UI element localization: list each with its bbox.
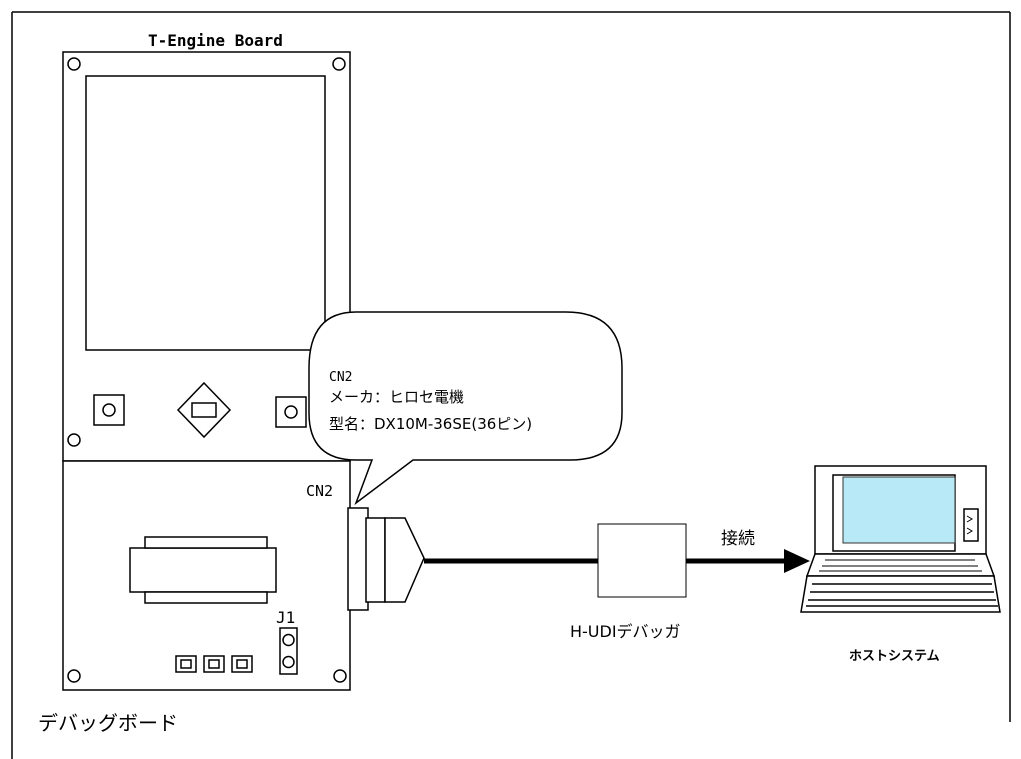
mount-hole-icon	[67, 433, 81, 447]
debug-board	[62, 460, 351, 691]
callout-model: 型名：DX10M-36SE(36ピン)	[329, 415, 532, 433]
lcd-panel	[85, 75, 326, 351]
mount-hole-icon	[67, 669, 81, 683]
cn2-label: CN2	[306, 482, 333, 500]
board-connector-icon	[129, 547, 277, 593]
host-system-label: ホストシステム	[849, 649, 940, 664]
arrow-head-icon	[784, 549, 810, 573]
mount-hole-icon	[333, 669, 347, 683]
t-engine-board	[62, 51, 351, 462]
t-engine-board-title: T-Engine Board	[148, 31, 283, 50]
callout-maker: メーカ：ヒロセ電機	[329, 388, 464, 406]
j1-label: J1	[276, 608, 295, 627]
callout-title: CN2	[329, 370, 352, 385]
cn2-connector	[347, 507, 425, 611]
frame	[11, 11, 1011, 759]
laptop-icon	[800, 465, 1001, 613]
mount-hole-icon	[332, 57, 346, 71]
cn2-callout	[308, 311, 623, 506]
mount-hole-icon	[67, 57, 81, 71]
h-udi-debugger-label: H-UDIデバッガ	[570, 622, 681, 641]
connect-label: 接続	[721, 529, 755, 549]
debug-board-label: デバッグボード	[38, 711, 178, 735]
h-udi-debugger-box	[597, 523, 687, 598]
